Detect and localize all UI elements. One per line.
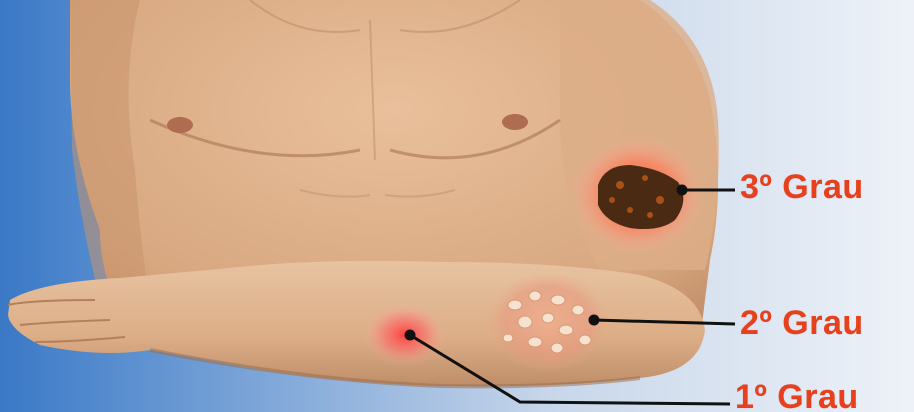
left-nipple	[167, 117, 193, 133]
label-third-degree: 3º Grau	[740, 170, 864, 204]
label-second-degree: 2º Grau	[740, 306, 864, 340]
right-nipple	[502, 114, 528, 130]
leader-dot-first-degree	[406, 331, 414, 339]
label-first-degree: 1º Grau	[735, 380, 859, 412]
leader-dot-second-degree	[590, 316, 598, 324]
leader-dot-third-degree	[678, 186, 686, 194]
